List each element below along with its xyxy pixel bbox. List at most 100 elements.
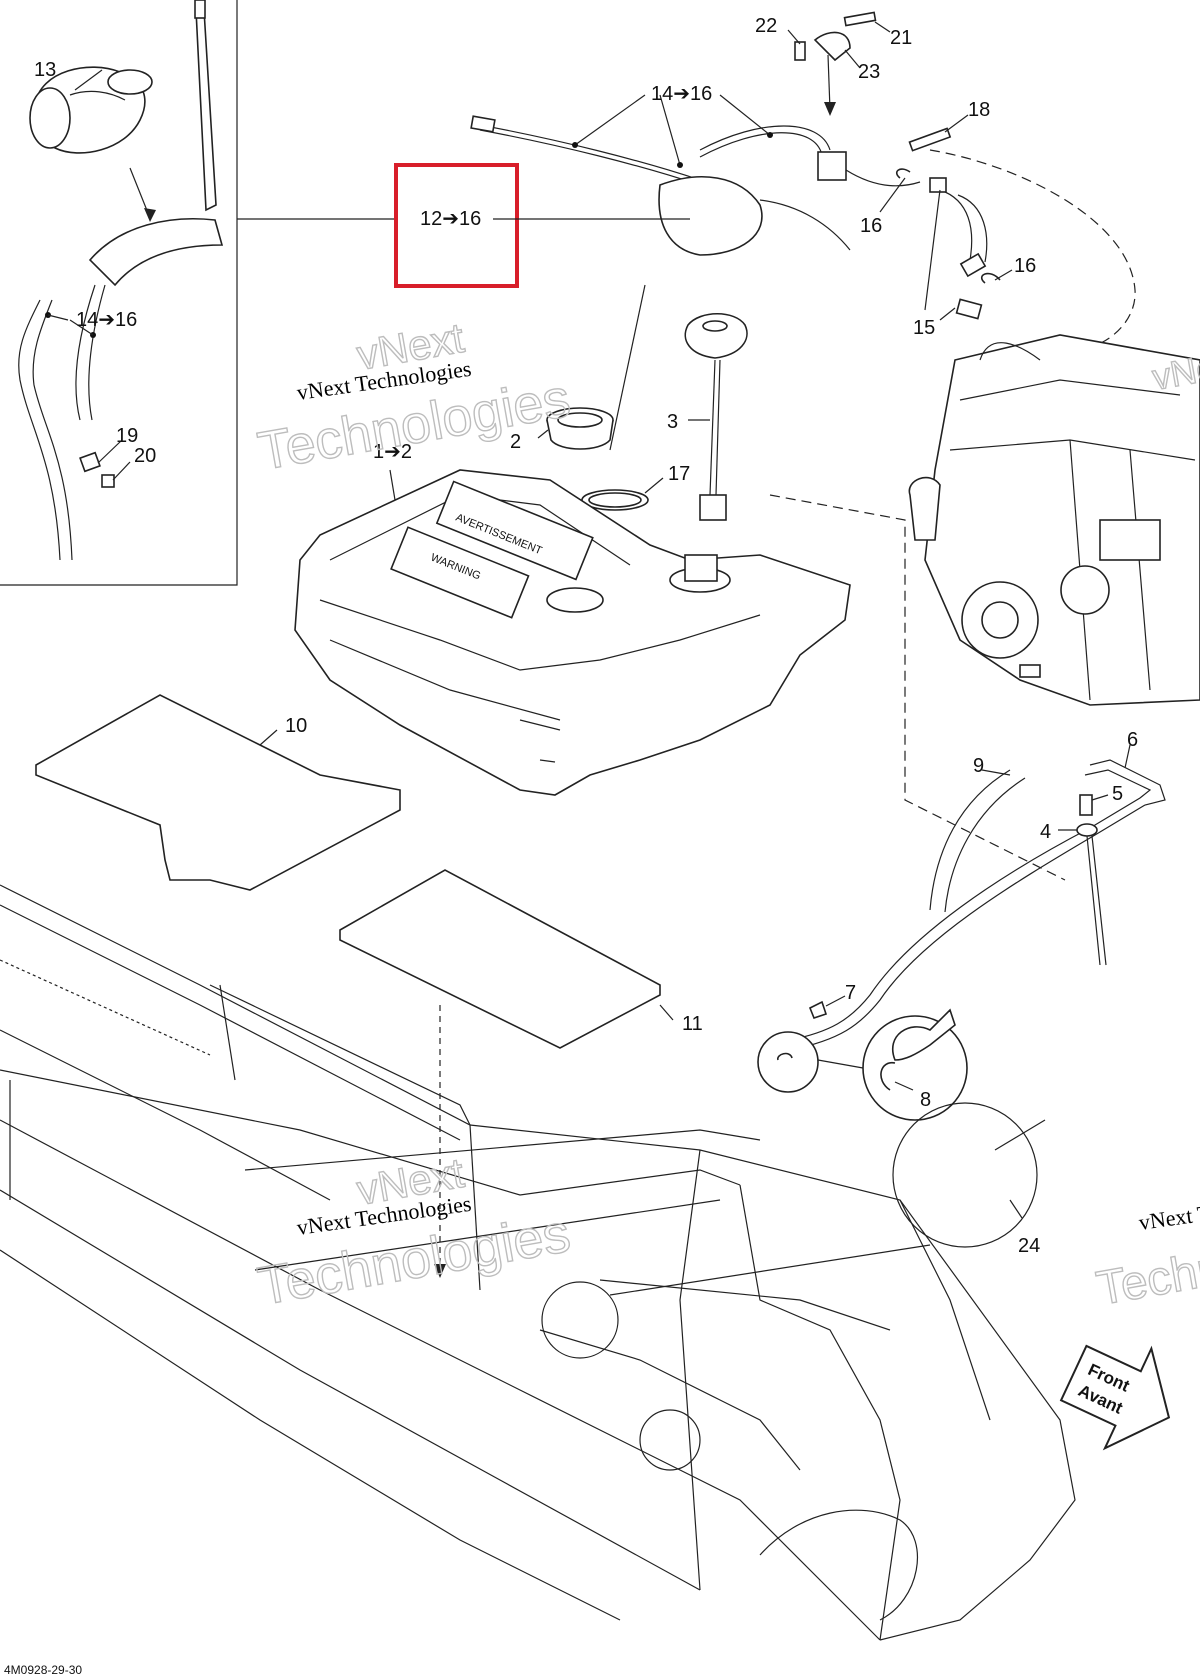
leader-24 (1009, 1199, 1023, 1219)
front-direction-arrow: Front Avant (1059, 1344, 1171, 1451)
arrow-head (434, 1264, 446, 1278)
bracket-23 (813, 31, 851, 62)
part-18 (908, 127, 952, 152)
callout-20: 20 (134, 445, 156, 467)
leader-detail-24 (609, 1244, 931, 1296)
callout-23: 23 (858, 61, 880, 83)
clamp-16-b (980, 272, 1001, 284)
detail-circle-small (757, 1031, 819, 1093)
leader-14-16-top-a (574, 94, 646, 146)
leader-14-16-a2 (69, 319, 94, 336)
washer-4 (1076, 823, 1098, 837)
leader-22 (787, 29, 801, 45)
filler-neck-13 (29, 66, 153, 154)
callout-8: 8 (920, 1089, 931, 1111)
leader-6 (1124, 744, 1131, 769)
fuel-neck-12-16 (658, 176, 763, 256)
callout-16-b: 16 (1014, 255, 1036, 277)
callout-19: 19 (116, 425, 138, 447)
arrow-head (144, 208, 156, 222)
fitting-5 (1079, 794, 1093, 816)
callout-22: 22 (755, 15, 777, 37)
callout-21: 21 (890, 27, 912, 49)
callout-3: 3 (667, 411, 678, 433)
leader-14-16-top-b (659, 94, 681, 166)
t-fitting (959, 252, 987, 278)
callout-2: 2 (510, 431, 521, 453)
clamp-small (777, 1052, 793, 1061)
callout-13: 13 (34, 59, 56, 81)
callout-16-a: 16 (860, 215, 882, 237)
seal-ring-inner (588, 492, 642, 508)
leader-18 (944, 114, 969, 133)
dashed-leader-vent (769, 494, 1066, 881)
pin-24 (994, 1119, 1046, 1151)
callout-11: 11 (682, 1013, 703, 1035)
leader-12-to-tank (609, 284, 646, 451)
connector-15 (955, 298, 983, 320)
leader-14-16-top-c (719, 94, 771, 136)
leader-23 (844, 49, 861, 69)
arrow-head (824, 102, 836, 116)
pad-10 (35, 694, 401, 891)
dipstick-3 (684, 313, 748, 521)
leader-13 (74, 69, 103, 91)
leader-7 (825, 995, 846, 1007)
detail-connector (817, 1059, 864, 1069)
leader-1-2 (389, 469, 396, 501)
bracket-parts-21-23 (794, 11, 877, 116)
leader-20 (112, 461, 131, 481)
drawing-code: 4M0928-29-30 (4, 1663, 82, 1677)
leader-21 (874, 21, 891, 33)
chassis-frame (0, 884, 1076, 1641)
callout-5: 5 (1112, 783, 1123, 805)
leader-9 (981, 769, 1011, 776)
callout-1-2: 1➔2 (373, 441, 412, 463)
callout-14-16-inset: 14➔16 (76, 309, 137, 331)
clip-detail (892, 1008, 956, 1061)
clip-7 (808, 1000, 828, 1019)
callout-12-16: 12➔16 (420, 208, 481, 230)
watermark-middle: vNext vNext Technologies Technologies (253, 1148, 575, 1317)
leader-8 (894, 1081, 914, 1091)
callout-dot (572, 142, 578, 148)
callout-9: 9 (973, 755, 984, 777)
elbow-fitting (929, 177, 947, 193)
leader-5 (1091, 794, 1109, 801)
clamp-8 (880, 1062, 896, 1091)
nut-22 (794, 41, 806, 61)
leader-17 (644, 477, 664, 494)
detail-circle-24 (892, 1102, 1038, 1248)
upper-vent-hoses (470, 115, 1136, 351)
callout-17: 17 (668, 463, 690, 485)
leader-10 (259, 729, 278, 746)
callout-15: 15 (913, 317, 935, 339)
callout-4: 4 (1040, 821, 1051, 843)
callout-18: 18 (968, 99, 990, 121)
callout-dot (767, 132, 773, 138)
callout-24: 24 (1018, 1235, 1040, 1257)
inset-border (0, 0, 238, 586)
fuel-lines (757, 759, 1166, 1121)
label-plate-warning (390, 526, 530, 619)
inset-hose-assembly (18, 217, 224, 561)
leader-11 (659, 1004, 674, 1021)
leader-19 (97, 439, 123, 464)
vertical-vent-tube (195, 9, 217, 212)
arrow-23-down (827, 54, 831, 111)
highlight-box-12-16 (394, 163, 519, 288)
clamp-16-a (895, 168, 911, 179)
label-plate-avertissement (435, 480, 594, 581)
callout-14-16-top: 14➔16 (651, 83, 712, 105)
fuel-cap-1-2 (546, 407, 614, 450)
leader-15-b (924, 189, 941, 311)
bolt-21 (843, 11, 877, 27)
pad-11 (339, 869, 661, 1049)
leader-16-a (879, 177, 906, 213)
callout-dot (677, 162, 683, 168)
tube-clip (194, 0, 206, 19)
leader-16-b (994, 269, 1013, 281)
watermark-text-right: vNext Technologies (1137, 1186, 1200, 1235)
inset-panel: 13 14➔16 19 20 (0, 0, 395, 586)
